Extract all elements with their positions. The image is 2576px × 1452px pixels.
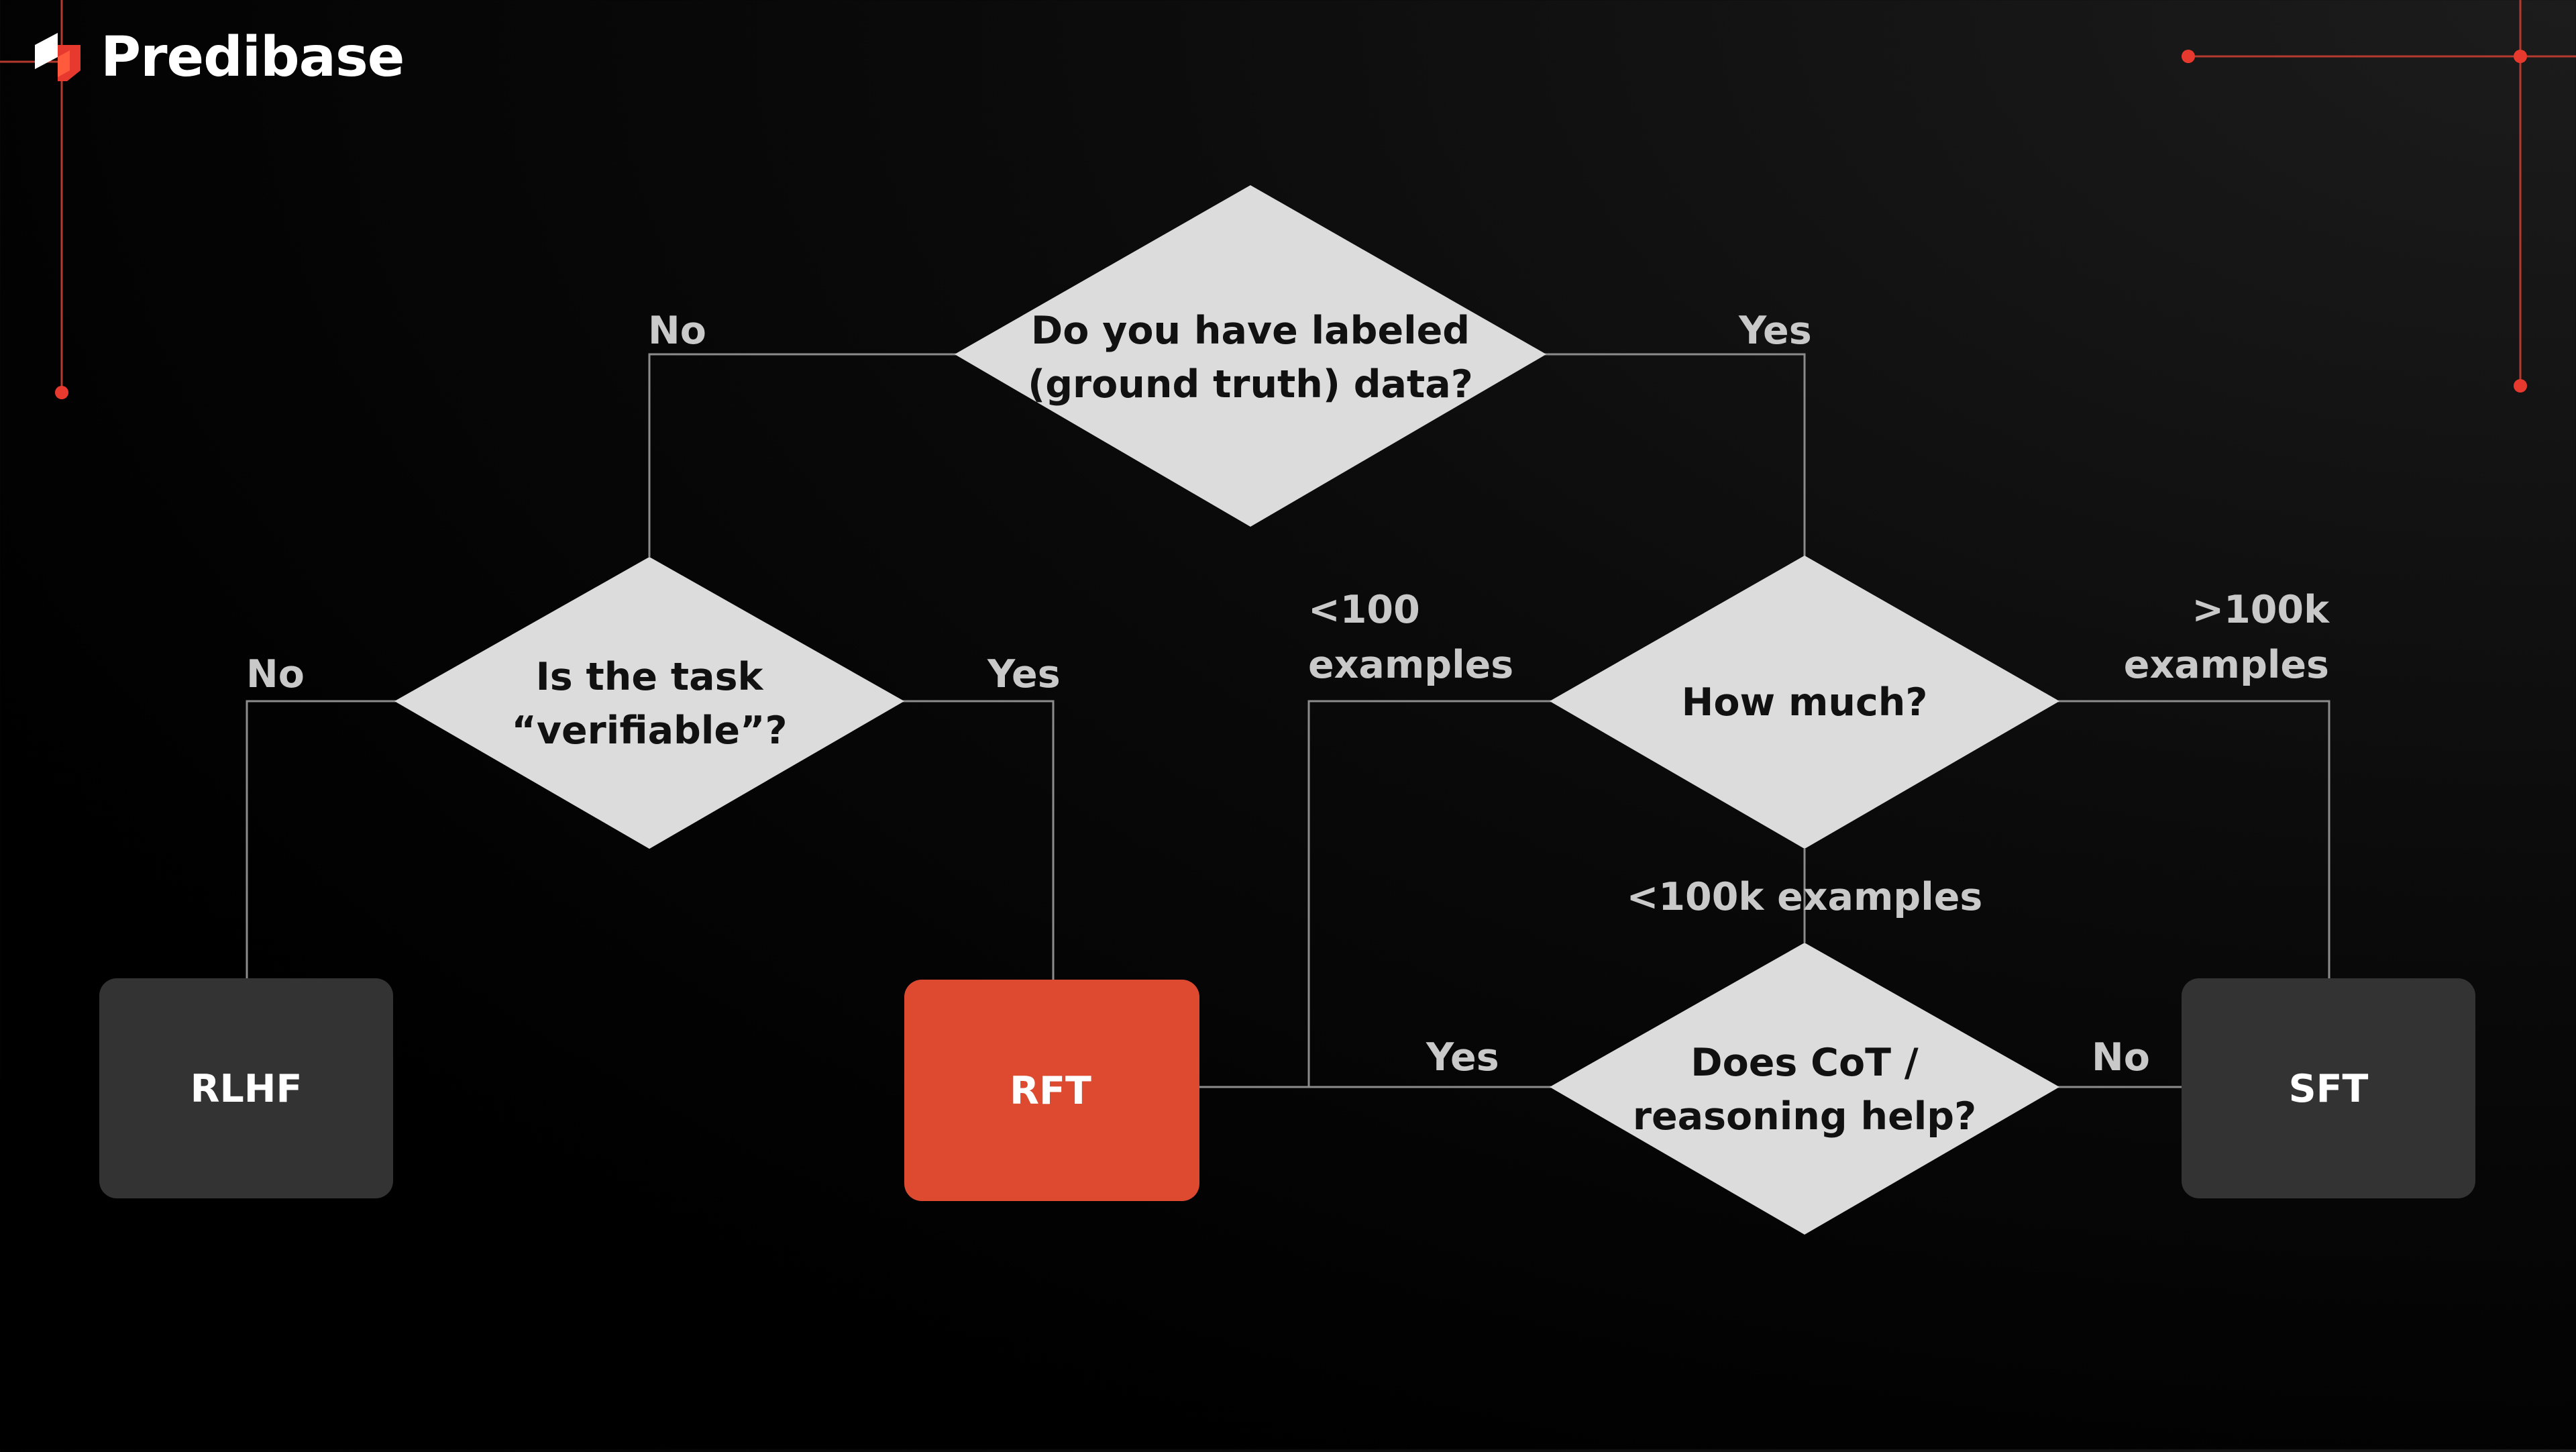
predibase-logo-icon	[35, 33, 80, 81]
outcome-rft: RFT	[904, 980, 1199, 1201]
outcome-sft-label: SFT	[2289, 1067, 2369, 1111]
decision-cot: Does CoT / reasoning help?	[1550, 943, 2059, 1235]
connector-verifiable-yes	[902, 700, 1055, 980]
outcome-rlhf: RLHF	[99, 978, 393, 1198]
outcome-sft: SFT	[2182, 978, 2475, 1198]
outcome-rlhf-label: RLHF	[191, 1067, 303, 1111]
brand-logo[interactable]: Predibase	[31, 25, 405, 89]
connector-labeled-no	[648, 353, 956, 557]
connectors	[246, 353, 2330, 1088]
label-labeled-yes: Yes	[1738, 309, 1812, 353]
decision-verifiable-line-1: Is the task	[536, 655, 764, 699]
decision-cot-line-2: reasoning help?	[1633, 1094, 1976, 1139]
edge-labels: No Yes No Yes <100 examples >100k exampl…	[246, 309, 2330, 1080]
decision-labeled-data-line-2: (ground truth) data?	[1028, 362, 1473, 407]
decision-verifiable-line-2: “verifiable”?	[511, 709, 787, 753]
label-less-100-line-1: <100	[1308, 588, 1420, 632]
label-cot-no: No	[2092, 1035, 2150, 1080]
connector-verifiable-no	[246, 700, 396, 978]
decision-how-much: How much?	[1550, 556, 2059, 849]
label-more-100k-line-1: >100k	[2192, 588, 2330, 632]
label-verifiable-no: No	[246, 652, 305, 696]
decision-labeled-data: Do you have labeled (ground truth) data?	[955, 185, 1546, 527]
brand-name: Predibase	[101, 25, 405, 89]
label-less-100-line-2: examples	[1308, 643, 1513, 687]
label-more-100k-line-2: examples	[2124, 643, 2329, 687]
label-labeled-no: No	[648, 309, 706, 353]
outcome-rft-label: RFT	[1010, 1069, 1091, 1113]
label-less-100k: <100k examples	[1627, 875, 1983, 919]
label-verifiable-yes: Yes	[987, 652, 1061, 696]
connector-more-100k	[2058, 700, 2330, 978]
decision-labeled-data-line-1: Do you have labeled	[1031, 309, 1470, 353]
decision-how-much-line-1: How much?	[1682, 680, 1928, 725]
connector-labeled-yes	[1543, 353, 1806, 557]
decision-verifiable: Is the task “verifiable”?	[394, 557, 904, 849]
label-cot-yes: Yes	[1426, 1035, 1499, 1080]
decision-cot-line-1: Does CoT /	[1690, 1041, 1919, 1085]
connector-less-100	[1307, 700, 1551, 1087]
